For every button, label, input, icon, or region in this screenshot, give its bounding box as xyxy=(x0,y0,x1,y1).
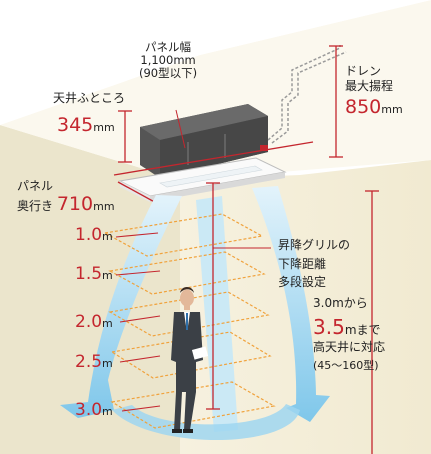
drop-label-5: 3.0m xyxy=(75,400,113,420)
panel-width-value: 1,100mm xyxy=(140,53,196,68)
grill-label: 昇降グリルの 下降距離 多段設定 xyxy=(278,236,350,292)
panel-width-dimension-line xyxy=(113,141,314,176)
panel-width-label: パネル幅 1,100mm (90型以下) xyxy=(139,40,198,81)
drain-unit: mm xyxy=(381,103,403,116)
panel-width-title: パネル幅 xyxy=(145,40,192,54)
drain-value: 850 xyxy=(345,96,382,118)
grill-line2: 下降距離 xyxy=(278,256,327,271)
ceiling-space-label: 天井ふところ xyxy=(53,91,126,105)
panel-depth-label: パネル 奥行き 710mm xyxy=(17,179,115,216)
panel-depth-line1: パネル xyxy=(17,179,54,193)
drain-label: ドレン 最大揚程 850mm xyxy=(345,64,403,120)
panel-width-note: (90型以下) xyxy=(139,66,198,81)
drain-line2: 最大揚程 xyxy=(345,79,394,93)
panel-depth-line2: 奥行き xyxy=(17,199,54,214)
height-from-value: 3.0 xyxy=(313,296,333,310)
panel-depth-value: 710 xyxy=(56,193,94,216)
ceiling-space-unit: mm xyxy=(93,121,115,134)
floor-airflow xyxy=(112,404,300,440)
person-figure xyxy=(171,287,209,433)
drop-label-2: 1.5m xyxy=(75,264,113,284)
grill-line1: 昇降グリルの xyxy=(278,238,351,252)
height-support: 高天井に対応 xyxy=(313,339,386,354)
drop-leader-lines xyxy=(115,232,161,412)
panel-depth-unit: mm xyxy=(93,200,115,214)
ceiling-space-measure: 345mm xyxy=(57,114,115,137)
drop-label-3: 2.0m xyxy=(75,312,113,332)
grill-line3: 多段設定 xyxy=(278,275,327,290)
drop-label-1: 1.0m xyxy=(75,225,113,245)
panel-width-leader xyxy=(175,109,186,149)
height-from-text: mから xyxy=(332,296,368,310)
drop-label-4: 2.5m xyxy=(75,352,113,372)
height-to-value: 3.5 xyxy=(313,314,345,339)
drain-line1: ドレン xyxy=(345,64,382,78)
left-airflow xyxy=(60,195,182,418)
height-models: (45〜160型) xyxy=(313,359,379,373)
ceiling-slab xyxy=(0,0,431,180)
height-label: 3.0mから 3.5mまで 高天井に対応 (45〜160型) xyxy=(313,296,385,373)
ceiling-space-value: 345 xyxy=(57,114,94,136)
right-airflow xyxy=(252,186,330,422)
height-to-text: mまで xyxy=(344,322,381,337)
left-wall xyxy=(0,125,180,454)
